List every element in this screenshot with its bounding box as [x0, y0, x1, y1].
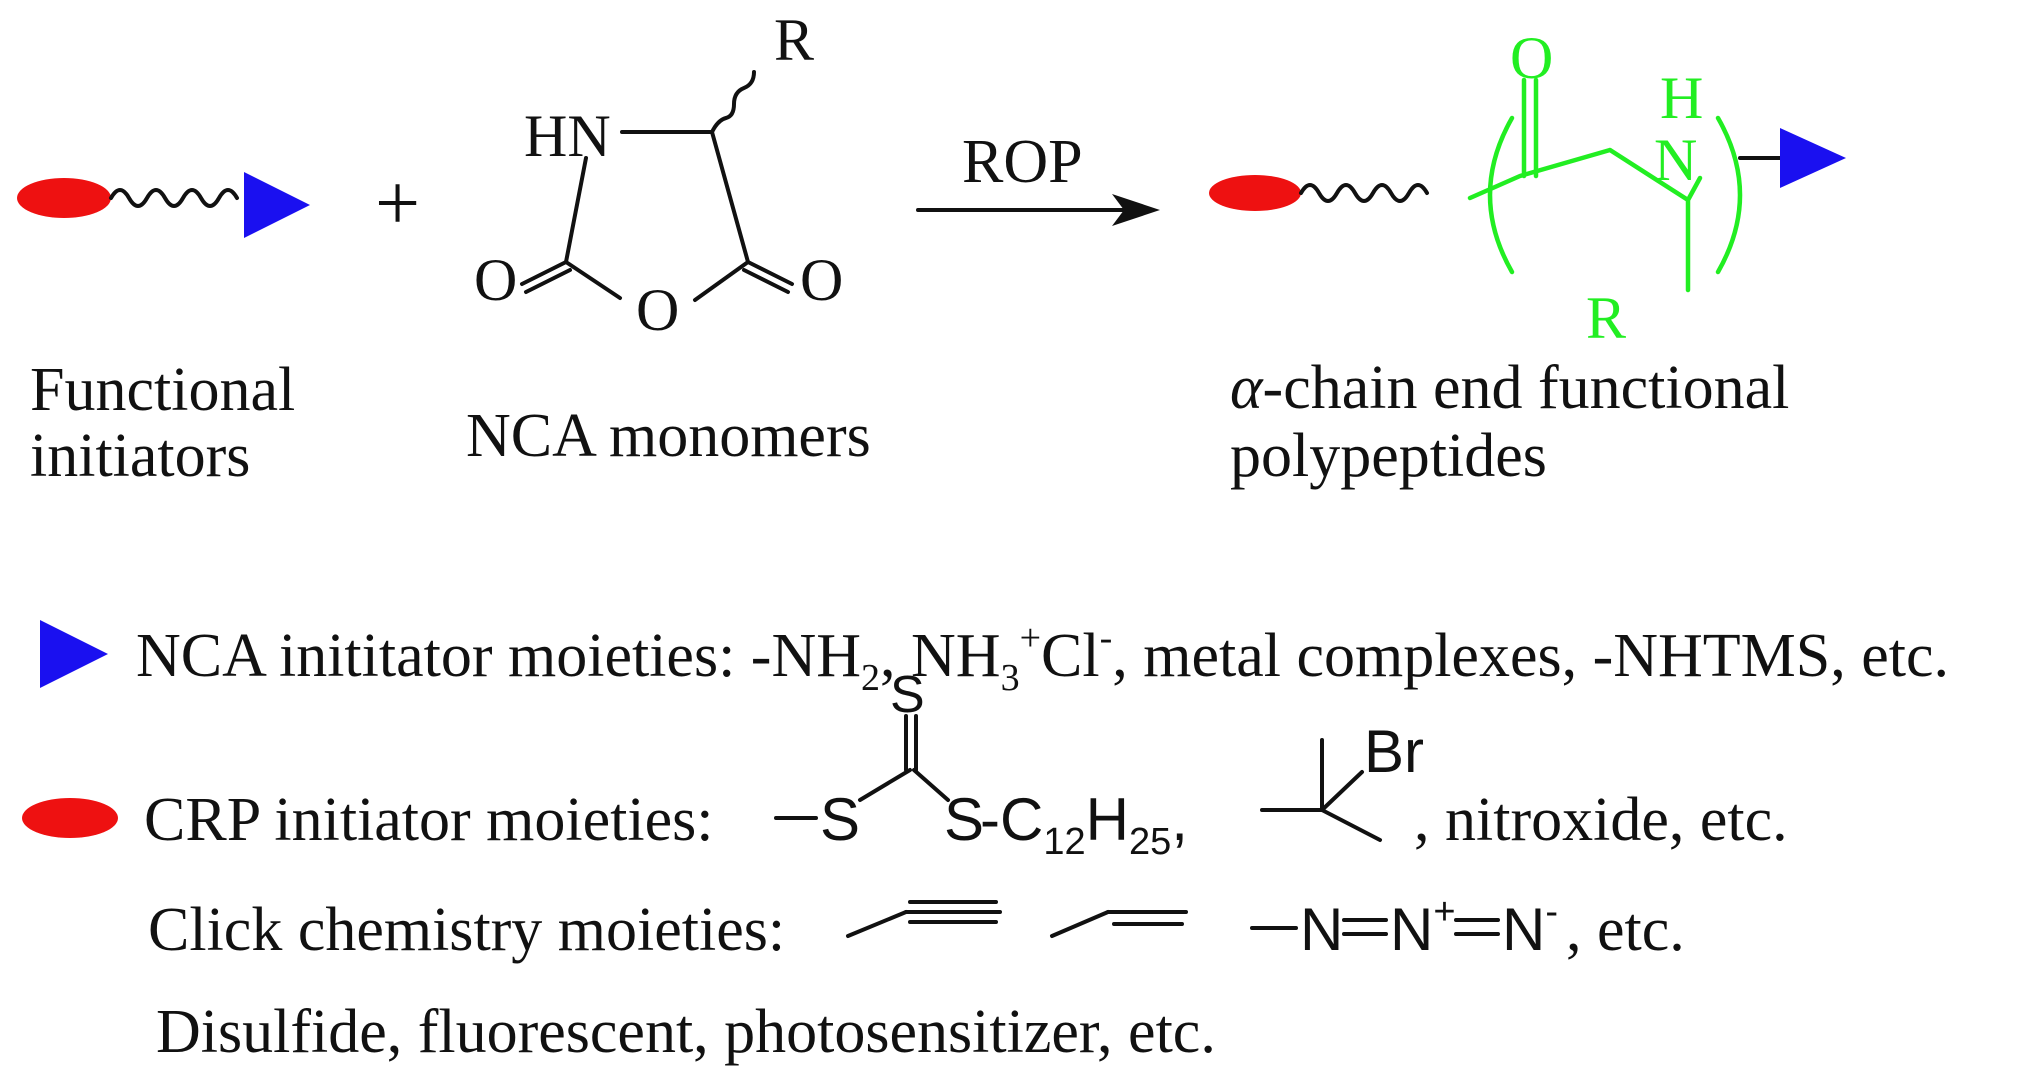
nca-r-label: R — [774, 7, 814, 73]
legend-ellipse-icon — [22, 798, 118, 838]
wavy-linker-icon — [109, 188, 239, 208]
carbonyl-bond — [1521, 77, 1539, 179]
nca-o-right-label: O — [800, 247, 843, 313]
svg-text:initiators: initiators — [30, 422, 250, 490]
polypeptide-product: O H N R — [1209, 25, 1846, 351]
svg-text:Click chemistry moieties:: Click chemistry moieties: — [148, 896, 785, 964]
rop-label: ROP — [962, 128, 1083, 196]
legend-crp-initiator: CRP initiator moieties: S S S -C12H25, B… — [22, 666, 1788, 863]
svg-text:N: N — [1300, 896, 1343, 963]
svg-text:N+: N+ — [1390, 891, 1456, 963]
product-o-label: O — [1510, 25, 1553, 91]
rop-arrow: ROP — [916, 128, 1160, 226]
nca-o-left-label: O — [474, 247, 517, 313]
initiator-caption: Functional initiators — [30, 356, 295, 490]
legend-triangle-icon — [40, 620, 108, 688]
product-caption: α-chain end functional polypeptides — [1230, 354, 1789, 490]
product-nca-triangle-icon — [1780, 128, 1846, 188]
nca-monomer-structure: R HN O O O — [474, 7, 843, 343]
repeat-unit: O H N R — [1467, 25, 1743, 351]
product-wavy-linker-icon — [1299, 183, 1429, 203]
functional-initiator-glyph — [17, 172, 310, 238]
trithiocarbonate-structure: S S S -C12H25, — [774, 666, 1188, 863]
nca-hn-label: HN — [524, 103, 611, 169]
carbonyl-left — [520, 260, 572, 294]
plus-sign: + — [375, 160, 420, 248]
alkyne-structure — [846, 900, 1002, 938]
alkene-structure — [1050, 910, 1188, 938]
legend-click-chemistry: Click chemistry moieties: N N+ N- , etc. — [148, 891, 1685, 964]
nca-o-ring-label: O — [636, 277, 679, 343]
svg-text:α-chain end functional: α-chain end functional — [1230, 354, 1789, 422]
svg-text:S: S — [890, 666, 925, 724]
product-r-label: R — [1586, 285, 1626, 351]
backbone-bonds — [1467, 147, 1703, 293]
monomer-caption: NCA monomers — [466, 402, 871, 470]
svg-text:-C12H25,: -C12H25, — [980, 786, 1188, 863]
svg-text:polypeptides: polypeptides — [1230, 422, 1547, 490]
wavy-r-bond — [710, 70, 756, 134]
product-h-label: H — [1660, 65, 1703, 131]
svg-text:S: S — [944, 786, 984, 853]
svg-text:N-: N- — [1502, 891, 1558, 963]
svg-text:Br: Br — [1364, 718, 1424, 785]
legend-other-moieties: Disulfide, fluorescent, photosensitizer,… — [156, 998, 1216, 1066]
left-bracket — [1487, 115, 1515, 275]
crp-ellipse-icon — [17, 178, 111, 218]
carbonyl-right — [742, 260, 794, 294]
nca-triangle-icon — [244, 172, 310, 238]
legend-nca-initiator: NCA inititator moieties: -NH2, NH3+Cl-, … — [40, 617, 1949, 699]
svg-text:Functional: Functional — [30, 356, 295, 424]
azide-structure: N N+ N- — [1250, 891, 1558, 963]
tert-bromide-structure: Br — [1260, 718, 1424, 842]
svg-text:CRP initiator moieties:: CRP initiator moieties: — [144, 786, 713, 854]
product-crp-ellipse-icon — [1209, 175, 1301, 211]
svg-text:, nitroxide, etc.: , nitroxide, etc. — [1414, 786, 1788, 854]
svg-text:S: S — [820, 786, 860, 853]
svg-text:, etc.: , etc. — [1566, 896, 1685, 964]
product-n-label: N — [1654, 127, 1697, 193]
right-bracket — [1715, 115, 1743, 275]
ring-bonds — [564, 130, 750, 302]
svg-text:NCA inititator moieties: -NH2,: NCA inititator moieties: -NH2, NH3+Cl-, … — [136, 617, 1949, 699]
